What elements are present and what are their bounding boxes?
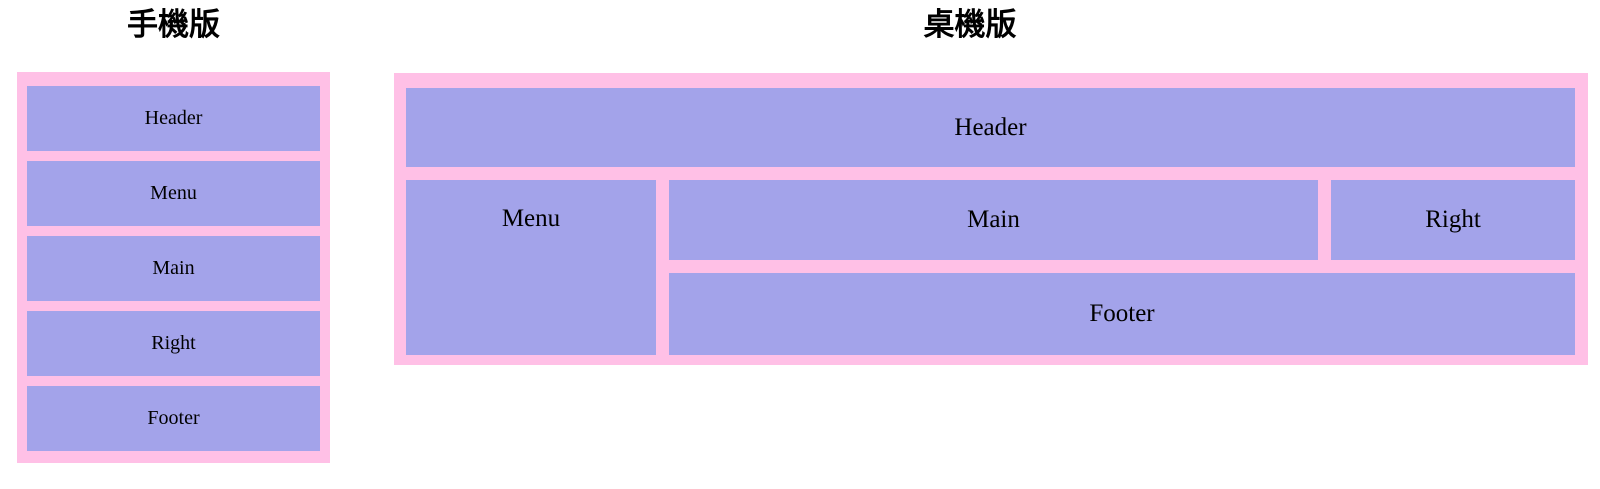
desktop-header-box: Header: [406, 88, 1575, 167]
mobile-right-box: Right: [27, 311, 320, 376]
mobile-footer-box: Footer: [27, 386, 320, 451]
mobile-menu-box: Menu: [27, 161, 320, 226]
desktop-right-box: Right: [1331, 180, 1575, 260]
desktop-main-box: Main: [669, 180, 1318, 260]
mobile-main-box: Main: [27, 236, 320, 301]
mobile-panel-title: 手機版: [127, 7, 220, 42]
desktop-layout-container: Header Menu Main Right Footer: [394, 73, 1588, 365]
desktop-footer-box: Footer: [669, 273, 1575, 355]
mobile-header-box: Header: [27, 86, 320, 151]
desktop-panel-title: 桌機版: [923, 7, 1017, 42]
desktop-menu-box: Menu: [406, 180, 656, 355]
mobile-layout-container: Header Menu Main Right Footer: [17, 72, 330, 463]
